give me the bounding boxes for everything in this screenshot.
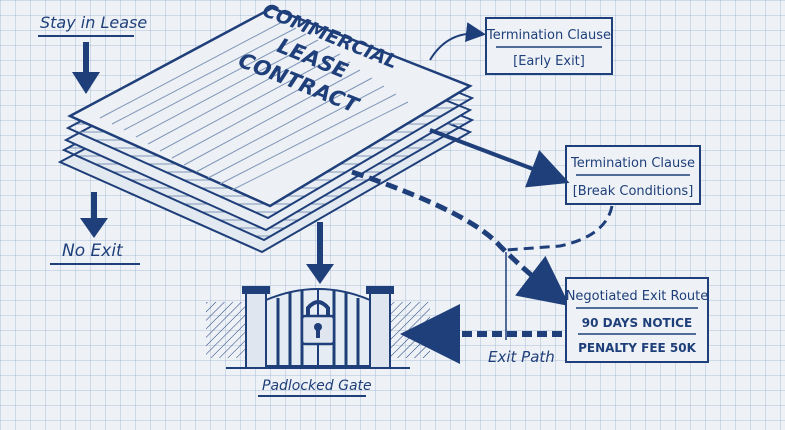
- exit-path-label: Exit Path: [488, 348, 555, 366]
- early-exit-title: Termination Clause: [486, 28, 611, 43]
- exit-dashed-path: [351, 169, 570, 307]
- padlocked-gate: [206, 286, 430, 369]
- negotiated-exit-title: Negotiated Exit Route: [566, 289, 709, 304]
- early-exit-detail: [Early Exit]: [513, 54, 585, 69]
- stay-in-lease-label: Stay in Lease: [38, 13, 147, 37]
- negotiated-exit-box: Negotiated Exit Route 90 DAYS NOTICE PEN…: [565, 277, 709, 363]
- padlocked-gate-text: Padlocked Gate: [262, 378, 372, 394]
- break-conditions-title: Termination Clause: [570, 156, 695, 171]
- padlocked-gate-label: Padlocked Gate: [258, 378, 372, 397]
- penalty-fee-text: PENALTY FEE 50K: [578, 341, 697, 355]
- stay-down-arrow: [72, 42, 100, 94]
- no-exit-text: No Exit: [62, 241, 124, 261]
- contract-top-sheet: [67, 6, 473, 208]
- early-exit-connector: [429, 22, 486, 61]
- contract-stack: COMMERCIAL LEASE CONTRACT: [57, 0, 475, 254]
- contract-to-gate-arrow: [306, 222, 334, 284]
- gate-left-pillar: [245, 291, 267, 369]
- gate-right-pillar: [369, 291, 391, 369]
- notice-text: 90 DAYS NOTICE: [582, 316, 692, 330]
- early-exit-box: Termination Clause [Early Exit]: [485, 17, 613, 75]
- break-conditions-detail: [Break Conditions]: [573, 184, 694, 199]
- break-conditions-connector: [429, 128, 570, 188]
- break-to-path-dashed: [505, 205, 614, 252]
- break-conditions-box: Termination Clause [Break Conditions]: [565, 145, 701, 205]
- stay-in-lease-text: Stay in Lease: [40, 13, 147, 32]
- contract-text-lines: [99, 21, 409, 191]
- no-exit-label: No Exit: [50, 241, 140, 265]
- padlock-icon: [300, 300, 336, 346]
- no-exit-arrow: [80, 192, 108, 238]
